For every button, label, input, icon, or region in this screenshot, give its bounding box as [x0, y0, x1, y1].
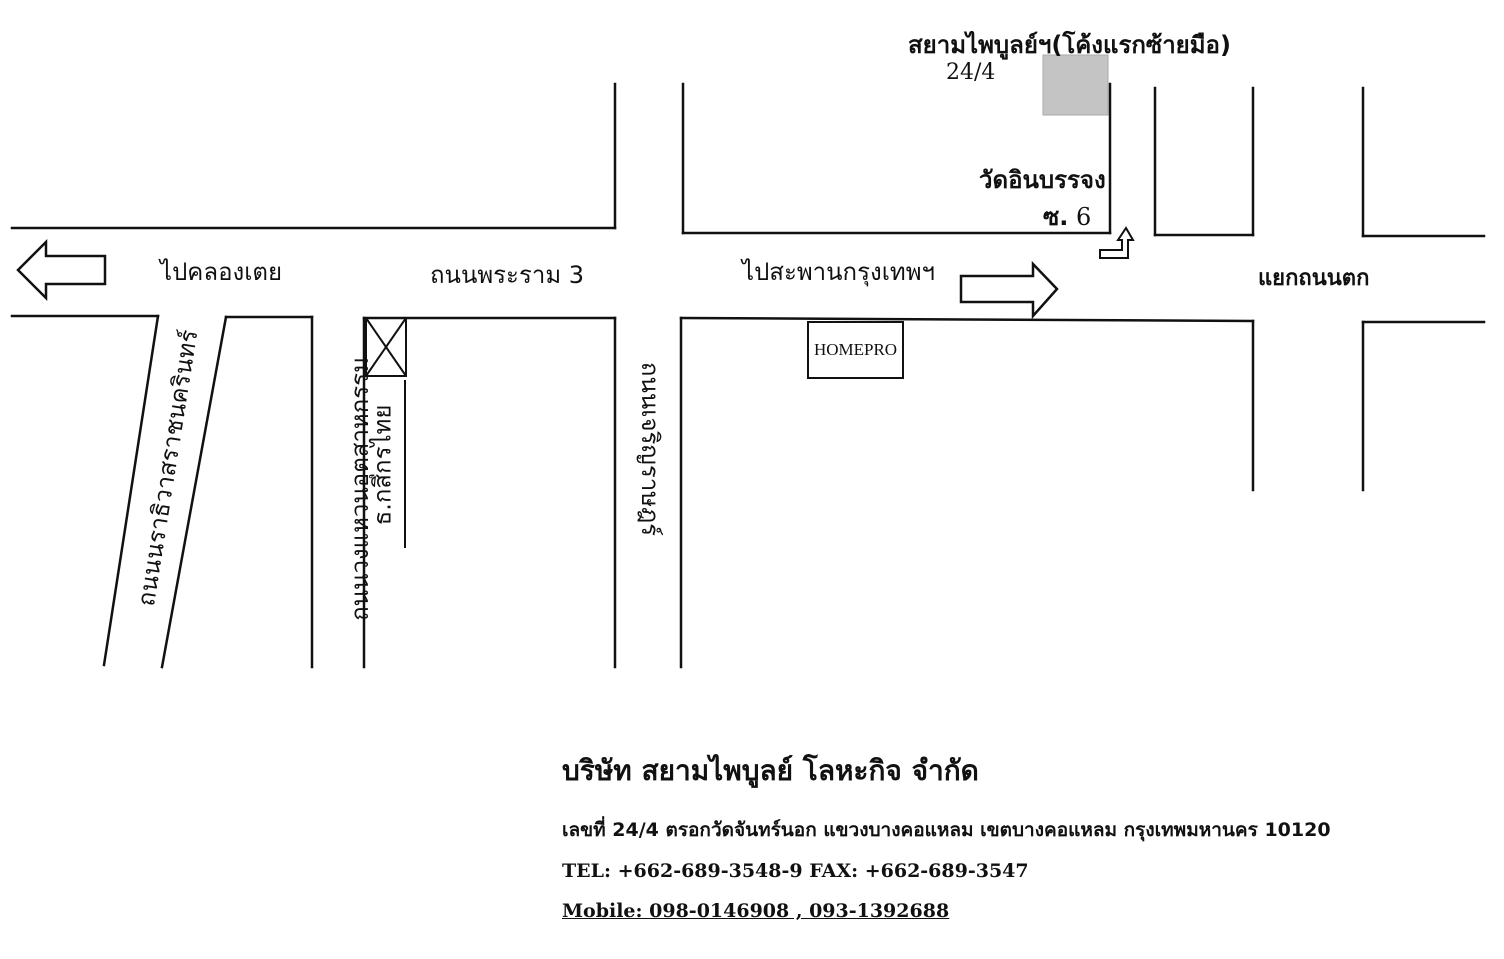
turn-arrow-icon	[1099, 226, 1135, 259]
junction-label: แยกถนนตก	[1258, 266, 1370, 291]
bank-label: ธ.กสิกรไทย	[368, 404, 397, 526]
destination-marker	[1042, 54, 1109, 116]
company-name: บริษัท สยามไพบูลย์ โลหะกิจ จำกัด	[562, 754, 979, 787]
homepro-label: HOMEPRO	[813, 340, 898, 359]
east-direction-label: ไปสะพานกรุงเทพฯ	[742, 258, 936, 286]
destination-label: สยามไพบูลย์ฯ(โค้งแรกซ้ายมือ)	[908, 31, 1231, 59]
tel-fax: TEL: +662-689-3548-9 FAX: +662-689-3547	[562, 860, 1029, 882]
road-edge	[679, 316, 1255, 323]
mobile-number: Mobile: 098-0146908 , 093-1392688	[562, 900, 950, 922]
soi-prefix: ซ.	[1043, 203, 1069, 231]
soi-number: 6	[1076, 203, 1092, 231]
temple-label: วัดอินบรรจง	[979, 166, 1106, 194]
east-arrow-icon	[959, 260, 1059, 320]
homepro-box	[807, 321, 904, 379]
west-direction-label: ไปคลองเตย	[160, 258, 283, 286]
soi-label: ซ. 6	[1043, 205, 1091, 229]
destination-number: 24/4	[946, 60, 996, 85]
west-arrow-icon	[16, 238, 107, 302]
bank-marker	[365, 317, 407, 377]
road-charoenrat-label: ถนนเจริญราษฎร์	[636, 361, 665, 537]
main-road-label: ถนนพระราม 3	[430, 261, 585, 289]
company-address: เลขที่ 24/4 ตรอกวัดจันทร์นอก แขวงบางคอแห…	[562, 819, 1331, 841]
road-edge	[102, 314, 160, 667]
road-edge	[160, 315, 228, 669]
